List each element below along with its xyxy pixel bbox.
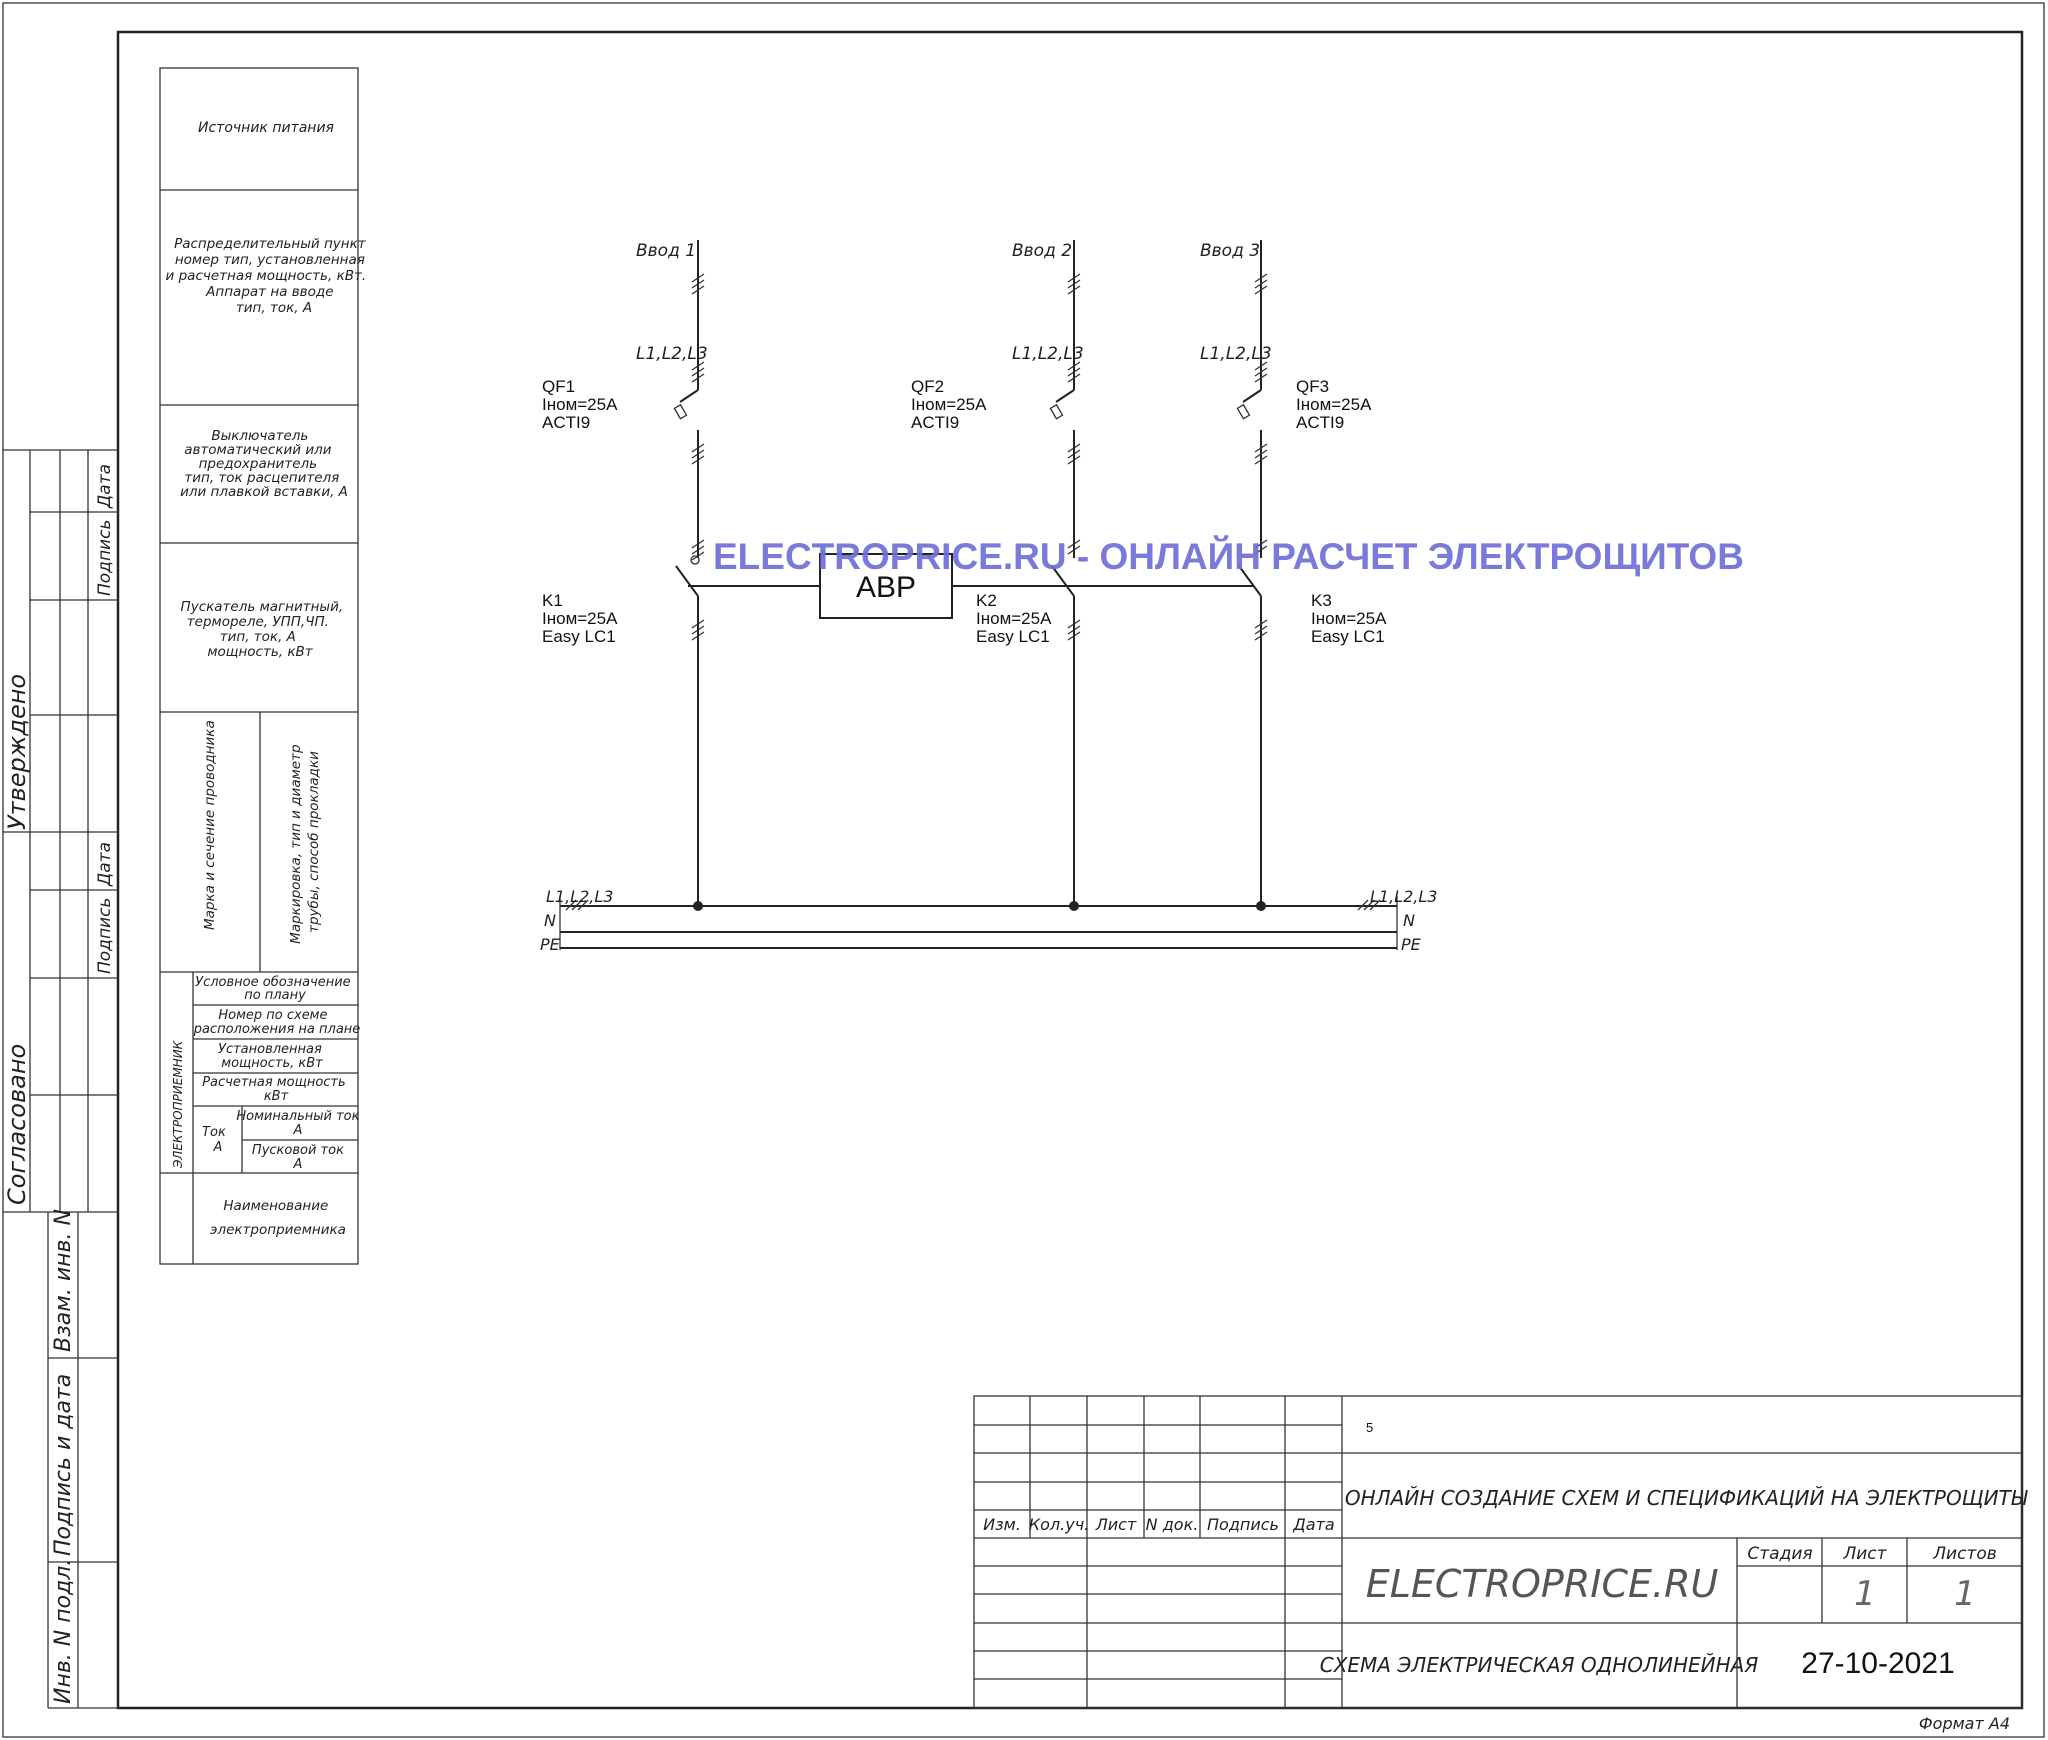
sheet-label: Лист [1842, 1544, 1887, 1564]
document-name: СХЕМА ЭЛЕКТРИЧЕСКАЯ ОДНОЛИНЕЙНАЯ [1320, 1653, 1759, 1677]
approved-label: Утверждено [3, 674, 31, 830]
agreed-label: Согласовано [3, 1044, 31, 1205]
sheets-label: Листов [1932, 1544, 1997, 1564]
date-label-1: Дата [95, 464, 115, 509]
input-3-label: Ввод 3 [1200, 241, 1260, 261]
phase-ticks-1b [691, 361, 705, 383]
single-line-diagram: Ввод 1 L1,L2,L3 QF1 Iном=25A ACTI9 K1 Iн… [540, 240, 1437, 954]
header-izm: Изм. [983, 1515, 1021, 1534]
side-stamp: Утверждено Согласовано Дата Подпись Дата… [3, 449, 118, 1709]
qf3-label: QF3 Iном=25A ACTI9 [1296, 377, 1375, 432]
sign-label-2: Подпись [95, 898, 115, 974]
date-label-2: Дата [95, 842, 115, 887]
k1-label: K1 Iном=25A Easy LC1 [542, 591, 621, 646]
input-1-label: Ввод 1 [636, 241, 696, 261]
stage-label: Стадия [1747, 1544, 1812, 1564]
legend-start-current: Пусковой ток А [252, 1143, 348, 1172]
drawing-frame [116, 30, 2024, 1710]
avr-block: АВР [688, 553, 1253, 619]
legend-scheme-number: Номер по схеме расположения на плане [193, 1008, 361, 1037]
input-2-label: Ввод 2 [1012, 241, 1072, 261]
sign-date-label: Подпись и дата [51, 1374, 76, 1556]
input-3: Ввод 3 L1,L2,L3 QF3 Iном=25A ACTI9 K3 Iн… [1200, 240, 1390, 906]
legend-current: Ток А [202, 1125, 230, 1155]
legend-wire-marking: Маркировка, тип и диаметр трубы, способ … [288, 740, 322, 944]
junction-dot [1256, 901, 1266, 911]
legend-panel: Распределительный пункт номер тип, устан… [166, 236, 371, 316]
header-date: Дата [1292, 1515, 1334, 1534]
input-2-phases: L1,L2,L3 [1012, 344, 1084, 364]
company-name: ELECTROPRICE.RU [1366, 1562, 1719, 1606]
phase-ticks-1a [691, 273, 705, 295]
sheets-count: 1 [1954, 1574, 1976, 1614]
k3-label: K3 Iном=25A Easy LC1 [1311, 591, 1390, 646]
legend-starter: Пускатель магнитный, термореле, УПП,ЧП. … [181, 599, 348, 660]
header-sign: Подпись [1207, 1515, 1279, 1534]
inv-orig-label: Инв. N подл. [51, 1559, 76, 1704]
qf2-label: QF2 Iном=25A ACTI9 [911, 377, 990, 432]
legend-installed-power: Установленная мощность, кВт [218, 1042, 326, 1071]
avr-label: АВР [856, 571, 916, 604]
header-kol: Кол.уч. [1029, 1515, 1089, 1534]
legend-source: Источник питания [198, 120, 334, 136]
legend-receiver-name: Наименование электроприемника [210, 1198, 346, 1238]
bus-right-phases: L1,L2,L3 [1370, 887, 1437, 906]
bus-right-n: N [1403, 911, 1415, 930]
doc-code: 5 [1366, 1420, 1373, 1435]
legend-table: Источник питания Распределительный пункт… [159, 67, 371, 1265]
header-ndoc: N док. [1146, 1515, 1199, 1534]
inv-replace-label: Взам. инв. N [51, 1209, 76, 1352]
k2-label: K2 Iном=25A Easy LC1 [976, 591, 1055, 646]
input-1: Ввод 1 L1,L2,L3 QF1 Iном=25A ACTI9 K1 Iн… [542, 240, 708, 906]
legend-receiver: ЭЛЕКТРОПРИЕМНИК [171, 1040, 185, 1169]
legend-calc-power: Расчетная мощность кВт [202, 1075, 350, 1104]
legend-wire-brand: Марка и сечение проводника [202, 720, 218, 930]
junction-dot [1069, 901, 1079, 911]
input-1-phases: L1,L2,L3 [636, 344, 708, 364]
junction-dot [693, 901, 703, 911]
bus-left-pe: PE [540, 935, 561, 954]
format-label: Формат А4 [1919, 1714, 2010, 1733]
input-3-phases: L1,L2,L3 [1200, 344, 1272, 364]
title-block: 5 Изм. Кол.уч. Лист N док. Подпись Дата … [973, 1395, 2029, 1709]
legend-nominal-current: Номинальный ток А [236, 1109, 363, 1138]
qf1-label: QF1 Iном=25A ACTI9 [542, 377, 621, 432]
sheet-number: 1 [1854, 1574, 1876, 1614]
legend-breaker: Выключатель автоматический или предохран… [180, 428, 348, 500]
legend-plan-symbol: Условное обозначение по плану [195, 975, 355, 1003]
watermark: ELECTROPRICE.RU - ОНЛАЙН РАСЧЕТ ЭЛЕКТРОЩ… [713, 535, 1744, 577]
header-list: Лист [1095, 1515, 1137, 1534]
busbar: L1,L2,L3 N PE L1,L2,L3 N PE [540, 887, 1437, 954]
bus-left-phases: L1,L2,L3 [546, 887, 613, 906]
sign-label-1: Подпись [95, 520, 115, 596]
input-2: Ввод 2 L1,L2,L3 QF2 Iном=25A ACTI9 K2 Iн… [911, 240, 1084, 906]
project-title: ОНЛАЙН СОЗДАНИЕ СХЕМ И СПЕЦИФИКАЦИЙ НА Э… [1345, 1486, 2029, 1510]
bus-right-pe: PE [1401, 935, 1422, 954]
document-date: 27-10-2021 [1801, 1647, 1954, 1680]
bus-left-n: N [544, 911, 556, 930]
